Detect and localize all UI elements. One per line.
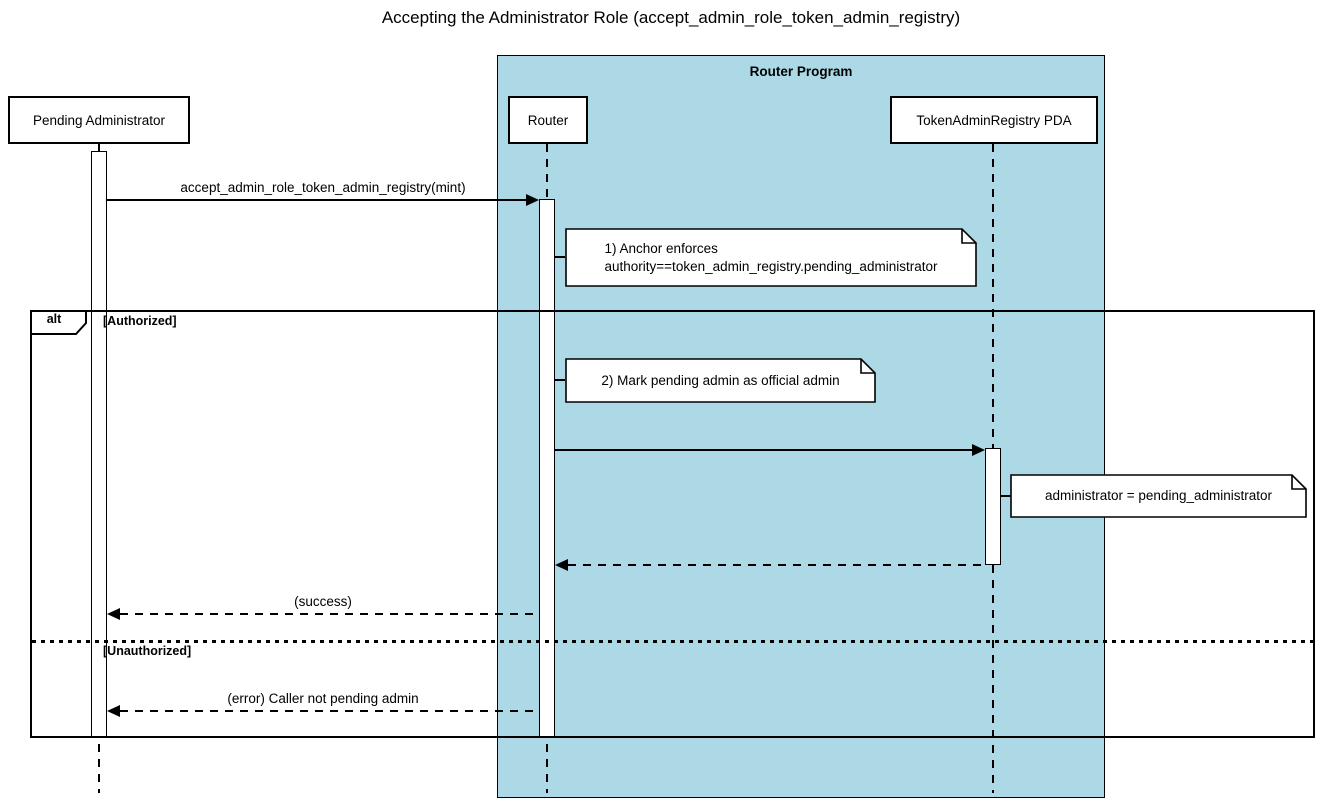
- group-box-router-program: Router Program: [497, 55, 1105, 798]
- arrowhead-left-icon: [107, 705, 120, 717]
- return-line-error: [120, 710, 539, 712]
- message-line-accept: [107, 199, 527, 201]
- lifeline-pending-admin-stub: [98, 144, 100, 152]
- diagram-title: Accepting the Administrator Role (accept…: [381, 8, 961, 27]
- participant-label: TokenAdminRegistry PDA: [916, 112, 1072, 128]
- arrowhead-left-icon: [107, 608, 120, 620]
- lifeline-tar-upper: [992, 144, 994, 448]
- arrowhead-left-icon: [555, 559, 568, 571]
- lifeline-router-lower: [546, 744, 548, 793]
- lifeline-tar-lower: [992, 565, 994, 793]
- note-text: 1) Anchor enforces authority==token_admi…: [604, 240, 938, 274]
- message-label-accept: accept_admin_role_token_admin_registry(m…: [180, 180, 466, 195]
- return-line-tar-to-router: [568, 564, 985, 566]
- alt-separator-line: [32, 640, 1313, 643]
- note-text: administrator = pending_administrator: [1045, 488, 1272, 503]
- note-anchor-enforces: 1) Anchor enforces authority==token_admi…: [565, 228, 977, 287]
- message-label-success: (success): [294, 594, 352, 609]
- note-text: 2) Mark pending admin as official admin: [601, 372, 840, 388]
- participant-label: Router: [527, 112, 569, 128]
- activation-tar-pda: [985, 448, 1001, 565]
- message-line-router-to-tar: [555, 449, 972, 451]
- note-administrator-assignment: administrator = pending_administrator: [1010, 474, 1307, 518]
- arrowhead-right-icon: [526, 194, 539, 206]
- note-connector: [555, 379, 565, 381]
- note-connector: [555, 256, 565, 258]
- alt-operator-label: alt: [46, 312, 62, 326]
- alt-operator-pentagon: [30, 310, 87, 335]
- return-line-success: [120, 613, 539, 615]
- lifeline-pending-admin-lower: [98, 744, 100, 793]
- alt-fragment-frame: [30, 310, 1315, 738]
- message-label-error: (error) Caller not pending admin: [227, 691, 419, 706]
- note-mark-pending-admin: 2) Mark pending admin as official admin: [565, 358, 876, 403]
- participant-label: Pending Administrator: [32, 112, 166, 128]
- note-connector: [1001, 495, 1011, 497]
- guard-authorized: [Authorized]: [103, 314, 177, 328]
- participant-pending-administrator: Pending Administrator: [8, 96, 190, 144]
- lifeline-router-upper: [546, 144, 548, 200]
- group-label: Router Program: [749, 64, 853, 79]
- guard-unauthorized: [Unauthorized]: [103, 644, 192, 658]
- arrowhead-right-icon: [972, 444, 985, 456]
- participant-router: Router: [508, 96, 588, 144]
- participant-token-admin-registry-pda: TokenAdminRegistry PDA: [890, 96, 1098, 144]
